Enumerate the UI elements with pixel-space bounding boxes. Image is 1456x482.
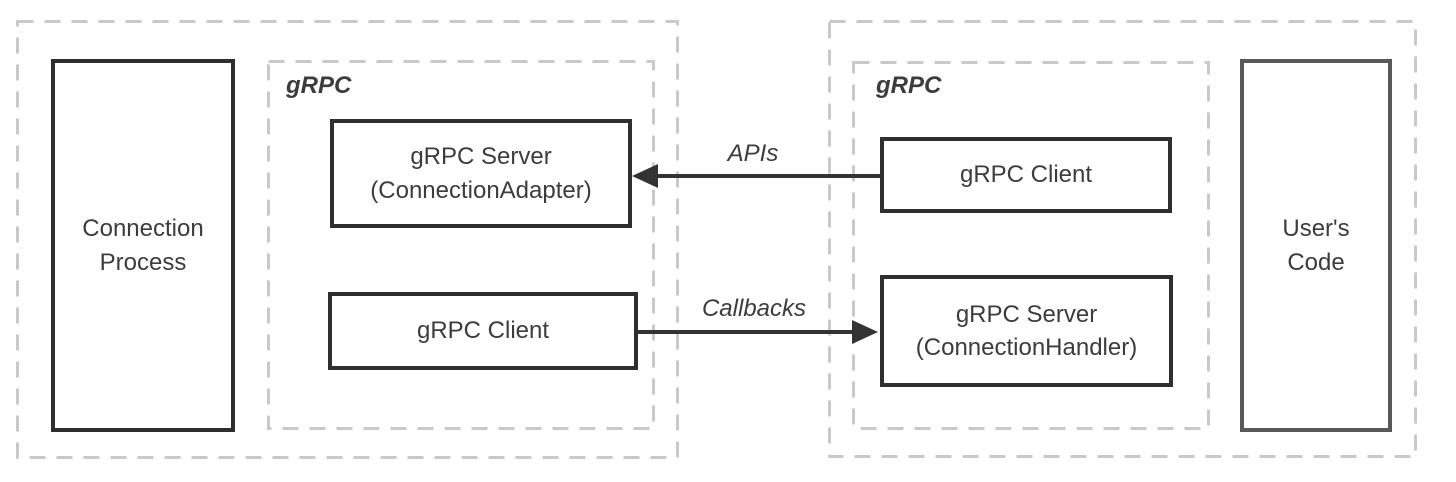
user-code-container-border bbox=[828, 20, 1417, 458]
connection-process-label-line2: Process bbox=[99, 248, 187, 276]
users-code-box: User's Code bbox=[1240, 59, 1392, 432]
connection-process-container-border bbox=[16, 20, 679, 459]
callbacks-arrowhead-right-icon bbox=[852, 320, 878, 344]
users-code-label-line1: User's bbox=[1282, 215, 1350, 243]
grpc-server-adapter-label-line1: gRPC Server bbox=[410, 143, 552, 171]
connection-process-label-line1: Connection bbox=[82, 215, 204, 243]
connection-process-box: Connection Process bbox=[51, 59, 235, 432]
grpc-server-connection-adapter-box: gRPC Server (ConnectionAdapter) bbox=[330, 119, 632, 228]
right-grpc-container-border bbox=[852, 61, 1210, 430]
callbacks-arrow-label: Callbacks bbox=[701, 295, 807, 322]
right-grpc-group-label: gRPC bbox=[876, 72, 942, 99]
left-grpc-client-label: gRPC Client bbox=[416, 317, 550, 345]
grpc-server-handler-label-line1: gRPC Server bbox=[955, 300, 1098, 328]
right-grpc-client-box: gRPC Client bbox=[880, 137, 1172, 213]
grpc-server-adapter-label-line2: (ConnectionAdapter) bbox=[370, 176, 592, 204]
users-code-label-line2: Code bbox=[1287, 248, 1345, 276]
left-grpc-container-border bbox=[267, 60, 655, 430]
apis-arrowhead-left-icon bbox=[632, 164, 658, 188]
grpc-server-connection-handler-box: gRPC Server (ConnectionHandler) bbox=[880, 275, 1173, 387]
left-grpc-client-box: gRPC Client bbox=[328, 292, 638, 370]
right-grpc-client-label: gRPC Client bbox=[959, 161, 1093, 189]
apis-arrow-label: APIs bbox=[727, 140, 779, 167]
left-grpc-group-label: gRPC bbox=[286, 72, 352, 99]
grpc-server-handler-label-line2: (ConnectionHandler) bbox=[915, 334, 1138, 361]
